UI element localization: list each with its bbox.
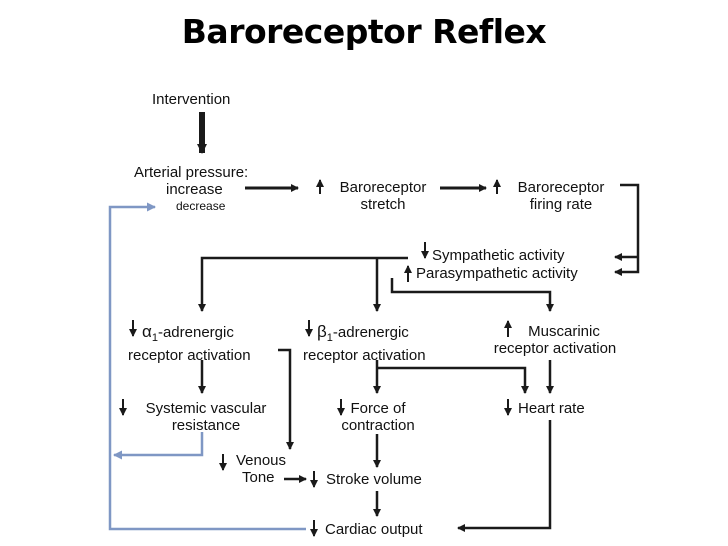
stroke-volume: Stroke volume (326, 471, 422, 488)
flow-arrows (197, 112, 640, 532)
beta-subscript: 1 (326, 332, 333, 344)
baroreceptor-stretch-box: Baroreceptor stretch (328, 179, 438, 213)
baroreceptor-firing-box: Baroreceptor firing rate (505, 179, 617, 213)
force-box: Force of contraction (330, 400, 426, 434)
force-line1: Force of (350, 400, 406, 417)
cardiac-output: Cardiac output (325, 521, 423, 538)
feedback-arrows (108, 202, 306, 531)
venous-tone-line2: Tone (242, 469, 275, 486)
venous-tone-box: Venous Tone (230, 452, 292, 486)
muscarinic-line2: receptor activation (493, 340, 617, 357)
intervention-label: Intervention (152, 91, 231, 108)
alpha1-line1: -adrenergic (157, 324, 234, 341)
force-line2: contraction (341, 417, 415, 434)
direction-arrows (119, 179, 512, 537)
systemic-vascular-line2: resistance (171, 417, 241, 434)
parasympathetic-activity: Parasympathetic activity (416, 265, 578, 282)
alpha-subscript: 1 (151, 332, 158, 344)
increase-label: increase (166, 181, 223, 198)
beta1-line1: -adrenergic (332, 324, 409, 341)
baroreceptor-firing-line2: firing rate (529, 196, 593, 213)
arrow-to-alpha1 (198, 256, 408, 312)
alpha1-line2: receptor activation (128, 347, 251, 364)
alpha-symbol: α (142, 322, 152, 341)
baroreceptor-stretch-line2: stretch (360, 196, 406, 213)
decrease-label: decrease (176, 199, 226, 213)
venous-tone-line1: Venous (235, 452, 287, 469)
page-title: Baroreceptor Reflex (181, 12, 547, 51)
muscarinic-box: Muscarinic receptor activation (480, 323, 630, 357)
arrow-to-muscarinic (390, 278, 554, 312)
systemic-vascular-line1: Systemic vascular (145, 400, 267, 417)
baroreceptor-firing-line1: Baroreceptor (517, 179, 605, 196)
heart-rate: Heart rate (518, 400, 585, 417)
arrow-beta-to-hr (377, 366, 529, 394)
baroreceptor-stretch-line1: Baroreceptor (339, 179, 427, 196)
arterial-pressure-label: Arterial pressure: (134, 164, 249, 181)
feedback-svr (113, 432, 204, 460)
feedback-co-to-pressure (108, 202, 306, 531)
sympathetic-activity: Sympathetic activity (432, 247, 565, 264)
alpha1-box: α1-adrenergic receptor activation (128, 323, 251, 364)
arrow-to-parasympathetic (614, 183, 640, 276)
beta1-line2: receptor activation (303, 347, 426, 364)
beta-symbol: β (317, 322, 327, 341)
arrow-to-venous (278, 348, 294, 450)
systemic-vascular-box: Systemic vascular resistance (128, 400, 284, 434)
muscarinic-line1: Muscarinic (528, 323, 600, 340)
beta1-box: β1-adrenergic receptor activation (303, 323, 426, 364)
arrow-hr-to-co (457, 420, 552, 532)
